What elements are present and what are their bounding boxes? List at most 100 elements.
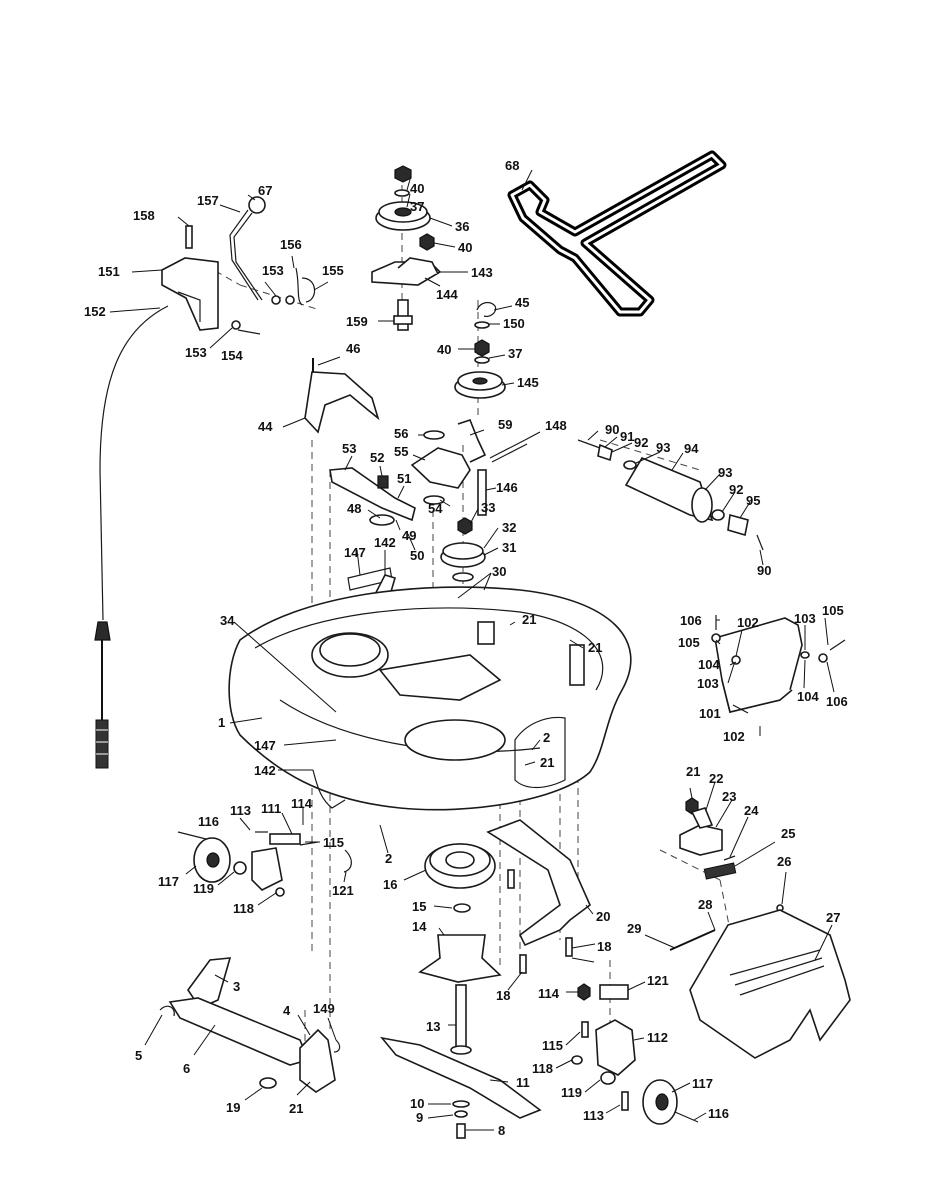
callout-23: 23 bbox=[722, 789, 736, 804]
callout-104: 104 bbox=[698, 657, 720, 672]
callout-6: 6 bbox=[183, 1061, 190, 1076]
callout-29: 29 bbox=[627, 921, 641, 936]
roller-assembly bbox=[577, 439, 764, 551]
callout-51: 51 bbox=[397, 471, 411, 486]
callout-4: 4 bbox=[283, 1003, 291, 1018]
callout-113: 113 bbox=[230, 803, 251, 818]
callout-142: 142 bbox=[374, 535, 396, 550]
callout-119: 119 bbox=[561, 1085, 582, 1100]
idler-assembly-top bbox=[371, 165, 442, 331]
callout-156: 156 bbox=[280, 237, 302, 252]
callout-105: 105 bbox=[678, 635, 700, 650]
callout-150: 150 bbox=[503, 316, 525, 331]
callout-68: 68 bbox=[505, 158, 519, 173]
callout-40: 40 bbox=[458, 240, 472, 255]
callout-95: 95 bbox=[746, 493, 760, 508]
callout-93: 93 bbox=[656, 440, 670, 455]
callout-121: 121 bbox=[332, 883, 354, 898]
callout-147: 147 bbox=[344, 545, 366, 560]
mower-deck-1 bbox=[228, 586, 632, 811]
callout-5: 5 bbox=[135, 1048, 142, 1063]
callout-105: 105 bbox=[822, 603, 844, 618]
anti-scalp-wheel-right bbox=[571, 983, 699, 1125]
callout-48: 48 bbox=[347, 501, 361, 516]
callout-37: 37 bbox=[410, 199, 424, 214]
callout-1: 1 bbox=[218, 715, 225, 730]
callout-159: 159 bbox=[346, 314, 368, 329]
callout-21: 21 bbox=[289, 1101, 303, 1116]
callout-20: 20 bbox=[596, 909, 610, 924]
callout-18: 18 bbox=[597, 939, 611, 954]
callout-24: 24 bbox=[744, 803, 759, 818]
callout-46: 46 bbox=[346, 341, 360, 356]
callout-49: 49 bbox=[402, 528, 416, 543]
callout-19: 19 bbox=[226, 1100, 240, 1115]
callout-90: 90 bbox=[605, 422, 619, 437]
callout-10: 10 bbox=[410, 1096, 424, 1111]
callout-18: 18 bbox=[496, 988, 510, 1003]
callout-153: 153 bbox=[262, 263, 284, 278]
callout-119: 119 bbox=[193, 881, 214, 896]
callout-146: 146 bbox=[496, 480, 518, 495]
callout-21: 21 bbox=[522, 612, 536, 627]
callout-91: 91 bbox=[620, 429, 634, 444]
lift-link-assembly bbox=[159, 957, 341, 1093]
callout-11: 11 bbox=[516, 1075, 530, 1090]
callout-118: 118 bbox=[233, 901, 254, 916]
callout-59: 59 bbox=[498, 417, 512, 432]
callout-153: 153 bbox=[185, 345, 207, 360]
callout-15: 15 bbox=[412, 899, 426, 914]
callout-36: 36 bbox=[455, 219, 469, 234]
callout-8: 8 bbox=[498, 1123, 505, 1138]
anti-scalp-wheel-left bbox=[177, 769, 352, 897]
baffle-20 bbox=[486, 819, 591, 974]
callout-103: 103 bbox=[697, 676, 719, 691]
leader-lines bbox=[109, 169, 835, 1131]
callout-28: 28 bbox=[698, 897, 712, 912]
callout-147: 147 bbox=[254, 738, 276, 753]
callout-118: 118 bbox=[532, 1061, 553, 1076]
callout-93: 93 bbox=[718, 465, 732, 480]
right-bracket-spring bbox=[669, 797, 784, 951]
callout-56: 56 bbox=[394, 426, 408, 441]
callout-149: 149 bbox=[313, 1001, 335, 1016]
callout-16: 16 bbox=[383, 877, 397, 892]
callout-158: 158 bbox=[133, 208, 155, 223]
callout-102: 102 bbox=[737, 615, 759, 630]
belt-shield-44 bbox=[304, 358, 380, 434]
callout-104: 104 bbox=[797, 689, 819, 704]
callout-92: 92 bbox=[729, 482, 743, 497]
callout-2: 2 bbox=[385, 851, 392, 866]
callout-112: 112 bbox=[647, 1030, 668, 1045]
callout-45: 45 bbox=[515, 295, 529, 310]
callout-113: 113 bbox=[583, 1108, 604, 1123]
callout-144: 144 bbox=[436, 287, 458, 302]
callout-142: 142 bbox=[254, 763, 276, 778]
callout-30: 30 bbox=[492, 564, 506, 579]
callout-27: 27 bbox=[826, 910, 840, 925]
callout-117: 117 bbox=[692, 1076, 713, 1091]
callout-25: 25 bbox=[781, 826, 795, 841]
callout-94: 94 bbox=[684, 441, 699, 456]
discharge-deflector-right bbox=[711, 615, 846, 713]
callout-143: 143 bbox=[471, 265, 493, 280]
callout-21: 21 bbox=[686, 764, 700, 779]
callout-157: 157 bbox=[197, 193, 219, 208]
callout-33: 33 bbox=[481, 500, 495, 515]
callout-40: 40 bbox=[437, 342, 451, 357]
callout-14: 14 bbox=[412, 919, 427, 934]
callout-102: 102 bbox=[723, 729, 745, 744]
callout-114: 114 bbox=[291, 796, 313, 811]
callout-55: 55 bbox=[394, 444, 408, 459]
callout-31: 31 bbox=[502, 540, 516, 555]
callout-148: 148 bbox=[545, 418, 567, 433]
callout-53: 53 bbox=[342, 441, 356, 456]
callout-21: 21 bbox=[540, 755, 554, 770]
callout-154: 154 bbox=[221, 348, 243, 363]
callout-67: 67 bbox=[258, 183, 272, 198]
part-callouts: 68 40 37 36 40 143 144 159 45 150 40 37 … bbox=[84, 158, 848, 1138]
callout-116: 116 bbox=[708, 1106, 729, 1121]
v-belt-68 bbox=[507, 150, 727, 317]
callout-37: 37 bbox=[508, 346, 522, 361]
